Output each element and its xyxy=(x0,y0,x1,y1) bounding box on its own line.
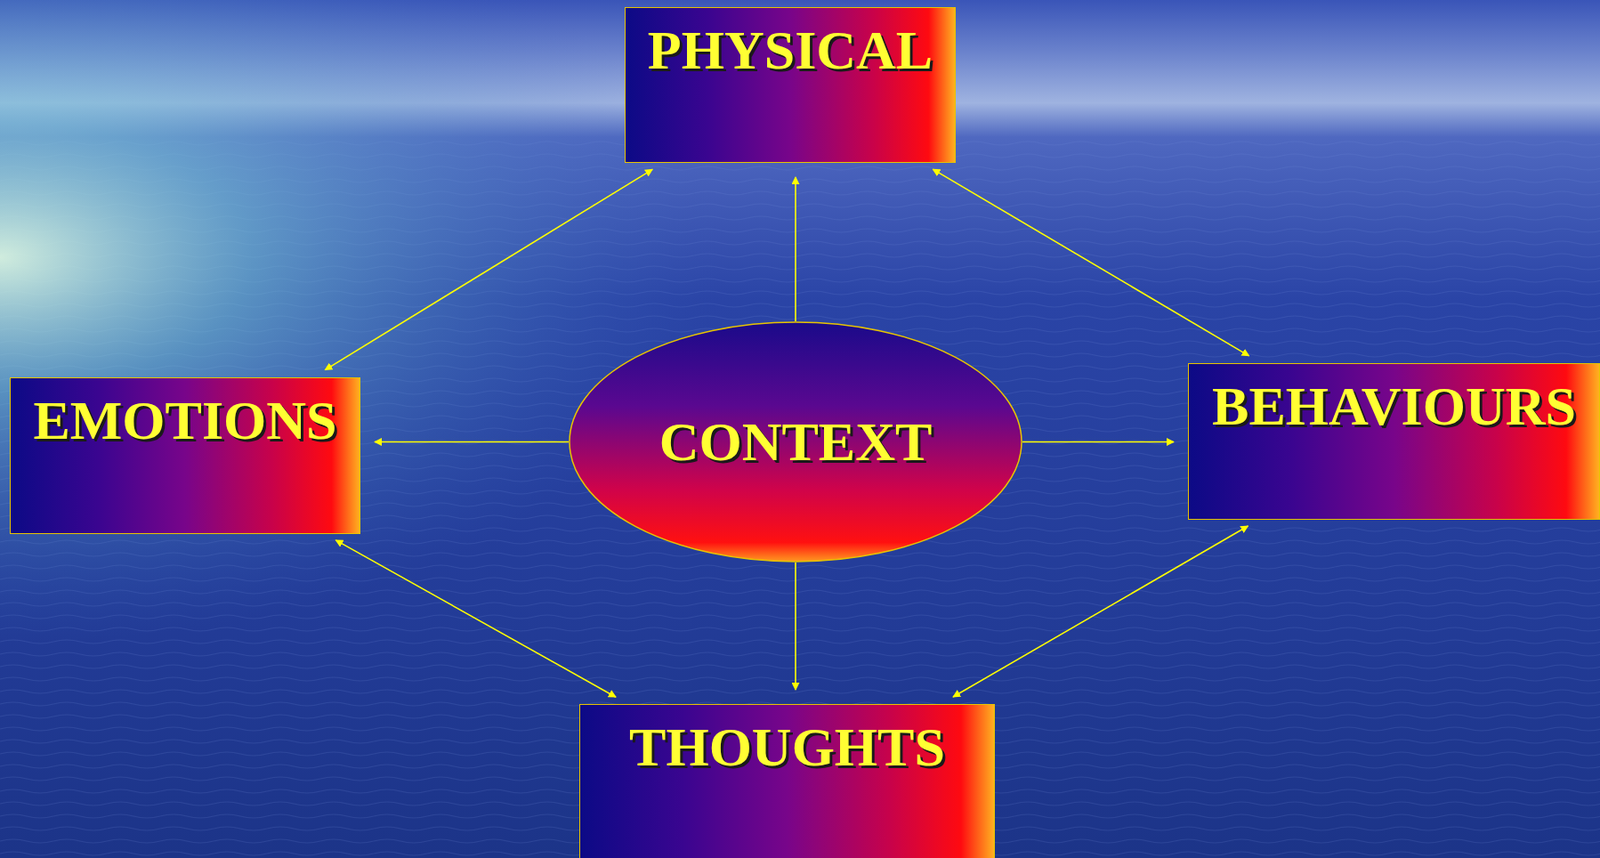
thoughts-box: THOUGHTS xyxy=(579,703,995,858)
connector-arrow xyxy=(953,525,1248,697)
behaviours-box: BEHAVIOURS xyxy=(1187,363,1600,520)
node-label: CONTEXT xyxy=(659,410,933,474)
node-label: THOUGHTS xyxy=(629,715,946,779)
connector-arrow xyxy=(374,441,569,444)
connector-arrow xyxy=(335,540,616,697)
connector-arrow xyxy=(324,169,653,370)
emotions-box: EMOTIONS xyxy=(9,377,361,534)
connector-arrow xyxy=(932,169,1249,356)
node-label: EMOTIONS xyxy=(32,388,337,453)
node-label: BEHAVIOURS xyxy=(1212,374,1576,438)
context-ellipse: CONTEXT xyxy=(568,321,1023,563)
node-label: PHYSICAL xyxy=(647,18,933,82)
connector-arrow xyxy=(794,177,797,322)
physical-box: PHYSICAL xyxy=(624,7,956,163)
connector-arrow xyxy=(1022,441,1174,444)
connector-arrow xyxy=(794,562,797,690)
